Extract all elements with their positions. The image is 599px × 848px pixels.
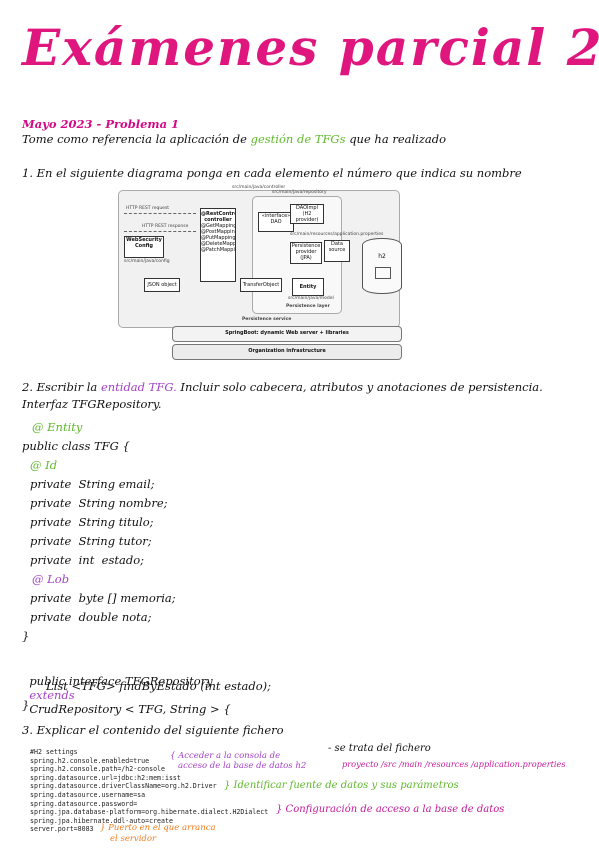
persistence-service-label: Persistence service <box>242 317 292 322</box>
annotation-port-2: el servidor <box>110 834 157 844</box>
daoimpl-box: DAOImpl (H2 provider) <box>290 204 324 224</box>
props-label: src/main/resources/application.propertie… <box>290 232 384 237</box>
repo-decl-c: CrudRepository < TFG, String > { <box>29 702 231 716</box>
property-line: spring.datasource.username=sa <box>30 790 146 799</box>
h2-cylinder: h2 <box>362 238 402 294</box>
field-line: private String nombre; <box>30 496 168 510</box>
http-request-arrow <box>124 213 196 214</box>
intro-line: Tome como referencia la aplicación de ge… <box>22 132 446 146</box>
entity-box: Entity <box>292 278 324 296</box>
property-line: spring.jpa.database-platform=org.hiberna… <box>30 808 269 817</box>
repo-close: } <box>22 698 30 712</box>
h2-label: h2 <box>378 253 386 260</box>
property-line: spring.h2.console.enabled=true <box>30 756 150 765</box>
question-1: 1. En el siguiente diagrama ponga en cad… <box>22 166 522 180</box>
entity-annotation: @ Entity <box>32 420 83 434</box>
org-infra-layer: Organization infrastructure <box>172 344 402 360</box>
interface-dao-box: «interface» DAO <box>258 212 294 232</box>
diagram-top-label-1: src/main/java/controller <box>232 185 286 190</box>
data-source-box: Data source <box>324 240 350 262</box>
transfer-object-box: TransferObject <box>240 278 282 292</box>
field-line: private String email; <box>30 477 155 491</box>
question-2-line2: Interfaz TFGRepository. <box>22 397 162 411</box>
q3-path: proyecto /src /main /resources /applicat… <box>342 759 566 769</box>
field-line: private String titulo; <box>30 515 154 529</box>
question-2: 2. Escribir la entidad TFG. Incluir solo… <box>22 380 543 394</box>
http-request-label: HTTP REST request <box>126 206 170 211</box>
controller-box: @RestController controller @GetMapping @… <box>200 208 236 282</box>
architecture-diagram: src/main/java/controller src/main/java/r… <box>112 185 404 362</box>
class-close: } <box>22 629 30 643</box>
property-line: spring.jpa.hibernate.ddl-auto=create <box>30 816 173 825</box>
question-3: 3. Explicar el contenido del siguiente f… <box>22 723 284 737</box>
annotation-console-text-1: Acceder a la consola de <box>178 751 281 761</box>
annotation-datasource-text: Identificar fuente de datos y sus paráme… <box>233 780 459 791</box>
annotation-port-text: Puerto en el que arranca <box>108 823 216 833</box>
http-response-arrow <box>124 231 196 232</box>
intro-prefix: Tome como referencia la aplicación de <box>22 132 247 146</box>
controller-method: @DeleteMapping <box>201 241 236 247</box>
intro-highlight: gestión de TFGs <box>250 132 346 146</box>
annotation-console-2: acceso de la base de datos h2 <box>178 761 307 771</box>
field-line: private String tutor; <box>30 534 152 548</box>
annotation-datasource: } Identificar fuente de datos y sus pará… <box>224 780 459 791</box>
q2-highlight: entidad TFG. <box>100 380 177 394</box>
q2-suffix: Incluir solo cabecera, atributos y anota… <box>180 380 543 394</box>
page-title: Exámenes parcial 2 <box>22 18 599 77</box>
springboot-layer: SpringBoot: dynamic Web server + librari… <box>172 326 402 342</box>
controller-method: @PatchMapping <box>201 247 235 253</box>
property-line: #H2 settings <box>30 748 78 756</box>
intro-suffix: que ha realizado <box>349 132 447 146</box>
problem-heading: Mayo 2023 - Problema 1 <box>22 117 180 131</box>
lob-annotation: @ Lob <box>32 572 70 586</box>
repo-decl-a: public interface TFGRepository <box>29 674 213 688</box>
persistence-layer-label: Persistence layer <box>286 304 330 309</box>
json-object-box: JSON object <box>144 278 180 292</box>
websecurity-path: src/main/java/config <box>124 259 170 264</box>
property-line: spring.datasource.driverClassName=org.h2… <box>30 782 217 791</box>
property-line: spring.datasource.password= <box>30 799 138 808</box>
controller-method: @PostMapping <box>201 229 236 235</box>
persistence-provider-box: Persistence provider (JPA) <box>290 242 322 264</box>
field-line: private double nota; <box>30 610 152 624</box>
annotation-console-1: { Acceder a la consola de <box>170 751 281 761</box>
property-line: spring.h2.console.path=/h2-console <box>30 765 165 774</box>
property-line: server.port=8083 <box>30 825 94 834</box>
annotation-port-1: } Puerto en el que arranca <box>100 823 216 833</box>
id-annotation: @ Id <box>30 458 58 472</box>
q3-note: - se trata del fichero <box>328 743 431 754</box>
field-line: private byte [] memoria; <box>30 591 176 605</box>
field-line: private int estado; <box>30 553 144 567</box>
property-line: spring.datasource.url=jdbc:h2:mem:isst <box>30 773 181 782</box>
class-declaration: public class TFG { <box>22 439 130 453</box>
repo-extends: extends <box>29 688 75 702</box>
diagram-top-label-2: src/main/java/repository <box>272 190 327 195</box>
websecurity-box: WebSecurity Config <box>124 236 164 258</box>
repo-method: List <TFG> findByEstado (int estado); <box>46 679 272 693</box>
controller-title: @RestController controller <box>201 211 235 223</box>
h2-table-icon <box>375 267 391 279</box>
http-response-label: HTTP REST response <box>142 224 189 229</box>
entity-path: src/main/java/model <box>288 296 334 301</box>
controller-method: @GetMapping <box>201 223 236 229</box>
controller-method: @PutMapping <box>201 235 236 241</box>
repository-declaration: public interface TFGRepository extends C… <box>22 660 231 716</box>
annotation-jpa-text: Configuración de acceso a la base de dat… <box>285 804 505 815</box>
annotation-jpa: } Configuración de acceso a la base de d… <box>276 804 505 815</box>
q2-prefix: 2. Escribir la <box>22 380 98 394</box>
